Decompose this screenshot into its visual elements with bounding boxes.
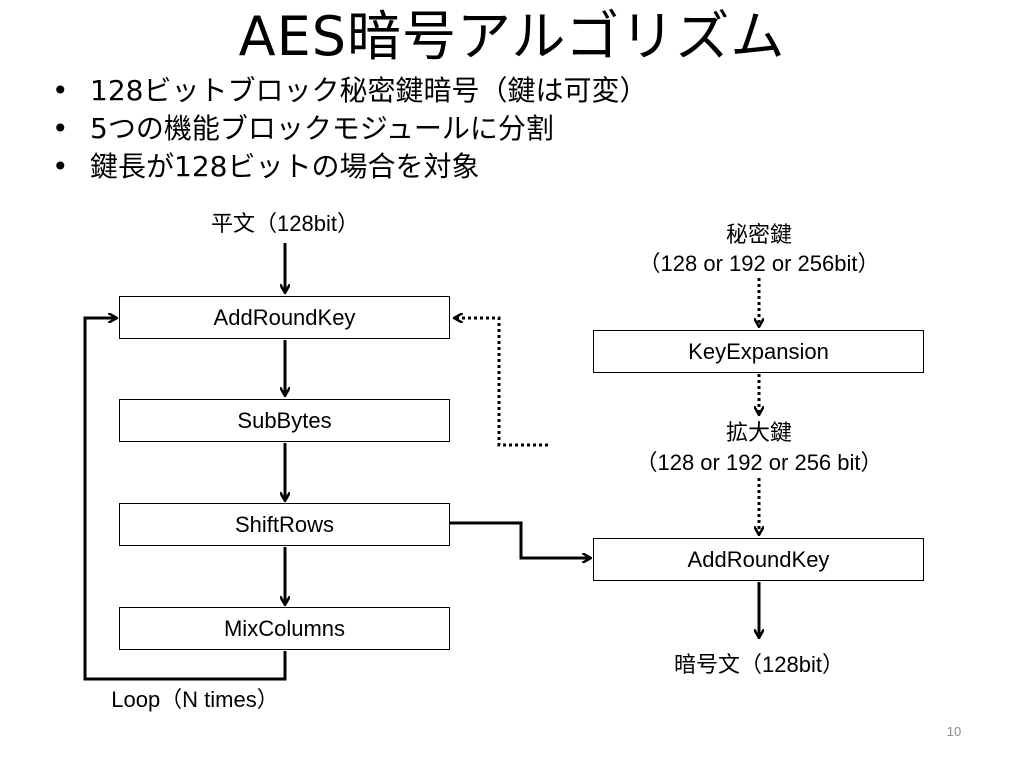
subbytes-block: SubBytes	[119, 399, 450, 442]
shiftrows-block: ShiftRows	[119, 503, 450, 546]
bullet-marker: •	[52, 112, 69, 145]
secret-key-size-label: （128 or 192 or 256bit）	[638, 251, 880, 276]
expanded-key-label: 拡大鍵	[725, 420, 792, 445]
bullet-item: • 128ビットブロック秘密鍵暗号（鍵は可変）	[48, 72, 647, 110]
bullet-text: 128ビットブロック秘密鍵暗号（鍵は可変）	[90, 74, 648, 107]
loop-label: Loop（N times）	[111, 687, 279, 712]
final-addroundkey-block: AddRoundKey	[593, 538, 924, 581]
bullet-list: • 128ビットブロック秘密鍵暗号（鍵は可変） • 5つの機能ブロックモジュール…	[48, 72, 647, 186]
bullet-text: 5つの機能ブロックモジュールに分割	[90, 112, 554, 145]
bullet-item: • 5つの機能ブロックモジュールに分割	[48, 110, 647, 148]
bullet-item: • 鍵長が128ビットの場合を対象	[48, 148, 647, 186]
dotted-arrow-expandedkey-to-addroundkey	[455, 318, 548, 447]
secret-key-label: 秘密鍵	[725, 222, 792, 247]
ciphertext-label: 暗号文（128bit）	[674, 652, 844, 677]
bullet-marker: •	[52, 74, 69, 107]
plaintext-label: 平文（128bit）	[211, 211, 359, 236]
slide-title: AES暗号アルゴリズム	[238, 5, 786, 68]
page-number: 10	[946, 724, 962, 739]
expanded-key-size-label: （128 or 192 or 256 bit）	[635, 450, 883, 475]
arrow-loop-back	[83, 318, 287, 681]
arrow-shiftrows-to-final-addroundkey	[450, 521, 590, 558]
bullet-marker: •	[52, 150, 69, 183]
round-addroundkey-block: AddRoundKey	[119, 296, 450, 339]
mixcolumns-block: MixColumns	[119, 607, 450, 650]
keyexpansion-block: KeyExpansion	[593, 330, 924, 373]
bullet-text: 鍵長が128ビットの場合を対象	[90, 150, 480, 183]
